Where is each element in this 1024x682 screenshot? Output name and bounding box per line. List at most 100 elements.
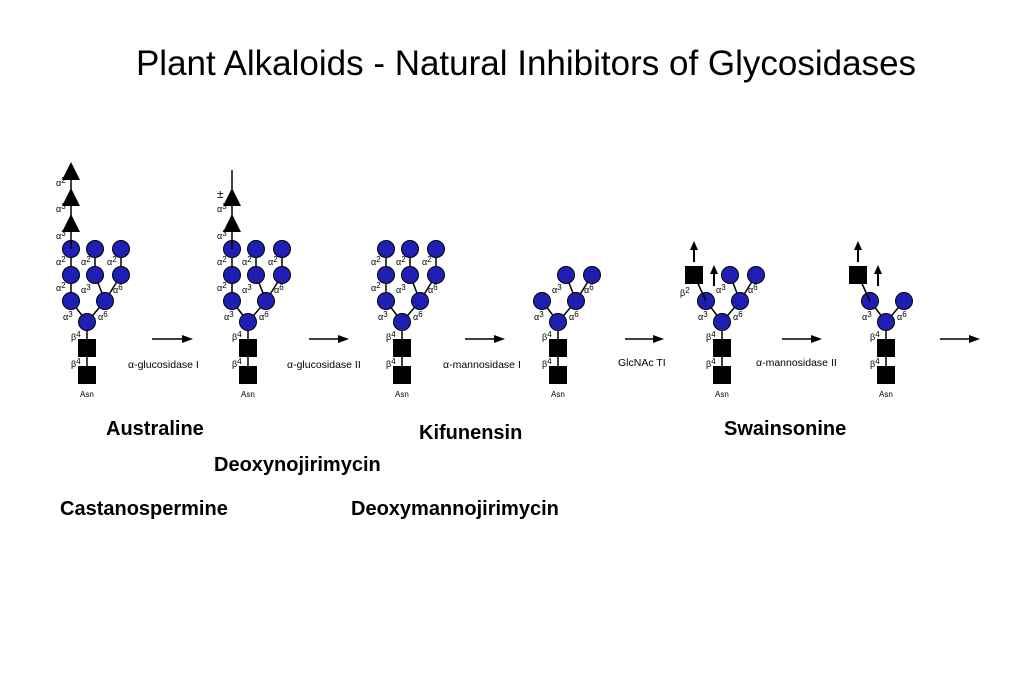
linkage-anomer: β	[542, 332, 547, 342]
inhibitor-australine: Australine	[106, 418, 204, 440]
process-arrow-icon	[182, 335, 193, 343]
linkage-position: 6	[753, 283, 758, 292]
mannose-blue-circle	[377, 266, 395, 284]
linkage-label: α3	[63, 310, 73, 322]
asn-label: Asn	[879, 390, 893, 399]
linkage-label: α2	[81, 255, 91, 267]
linkage-label: α2	[396, 255, 406, 267]
enzyme-label-4: GlcNAc TI	[618, 357, 666, 369]
mannose-blue-circle	[721, 266, 739, 284]
linkage-position: 3	[557, 283, 562, 292]
linkage-position: 6	[433, 283, 438, 292]
linkage-label: α6	[584, 283, 594, 295]
mannose-blue-circle	[223, 266, 241, 284]
linkage-position: 3	[61, 229, 66, 238]
mannose-blue-circle	[96, 292, 114, 310]
process-arrow-icon	[811, 335, 822, 343]
linkage-position: 6	[738, 310, 743, 319]
arrow-up-icon	[690, 241, 698, 250]
linkage-position: 2	[112, 255, 117, 264]
linkage-label: α6	[274, 283, 284, 295]
mannose-blue-circle	[567, 292, 585, 310]
linkage-position: 2	[61, 176, 66, 185]
linkage-anomer: α	[733, 312, 738, 322]
linkage-anomer: α	[698, 312, 703, 322]
linkage-anomer: β	[232, 332, 237, 342]
linkage-anomer: α	[552, 285, 557, 295]
mannose-blue-circle	[86, 266, 104, 284]
linkage-label: α3	[224, 310, 234, 322]
linkage-anomer: α	[268, 257, 273, 267]
linkage-position: 4	[711, 357, 716, 366]
linkage-label: α2	[107, 255, 117, 267]
mannose-blue-circle	[223, 292, 241, 310]
linkage-anomer: β	[706, 359, 711, 369]
linkage-position: 3	[247, 283, 252, 292]
linkage-anomer: α	[81, 257, 86, 267]
inhibitor-kifunensin: Kifunensin	[419, 422, 523, 444]
linkage-anomer: α	[56, 257, 61, 267]
linkage-label: α3	[56, 229, 66, 241]
linkage-label: α6	[428, 283, 438, 295]
linkage-label: α2	[217, 281, 227, 293]
linkage-anomer: β	[870, 332, 875, 342]
plus-minus-sign: ±	[217, 187, 224, 201]
linkage-label: α6	[259, 310, 269, 322]
glcnac-black-square	[393, 339, 411, 357]
linkage-position: 4	[76, 357, 81, 366]
linkage-label: β2	[680, 286, 690, 298]
linkage-position: 4	[875, 357, 880, 366]
linkage-label: α3	[552, 283, 562, 295]
linkage-anomer: α	[217, 231, 222, 241]
asn-label: Asn	[241, 390, 255, 399]
mannose-blue-circle	[731, 292, 749, 310]
linkage-anomer: β	[386, 359, 391, 369]
linkage-label: α2	[217, 255, 227, 267]
linkage-label: β4	[386, 330, 396, 342]
linkage-position: 3	[229, 310, 234, 319]
inhibitor-swainsonine: Swainsonine	[724, 418, 847, 440]
linkage-position: 4	[76, 330, 81, 339]
linkage-position: 4	[547, 330, 552, 339]
linkage-position: 6	[264, 310, 269, 319]
linkage-anomer: α	[396, 285, 401, 295]
linkage-position: 3	[222, 229, 227, 238]
linkage-label: α3	[698, 310, 708, 322]
linkage-label: α2	[242, 255, 252, 267]
linkage-position: 6	[103, 310, 108, 319]
mannose-blue-circle	[78, 313, 96, 331]
linkage-anomer: β	[71, 332, 76, 342]
linkage-anomer: α	[217, 257, 222, 267]
linkage-label: α6	[569, 310, 579, 322]
glucose-black-triangle	[223, 188, 241, 206]
mannose-blue-circle	[273, 266, 291, 284]
linkage-label: α3	[81, 283, 91, 295]
linkage-label: α3	[716, 283, 726, 295]
mannose-blue-circle	[112, 266, 130, 284]
linkage-position: 3	[703, 310, 708, 319]
linkage-position: 2	[61, 281, 66, 290]
linkage-position: 6	[589, 283, 594, 292]
linkage-anomer: α	[113, 285, 118, 295]
linkage-position: 4	[237, 357, 242, 366]
mannose-blue-circle	[877, 313, 895, 331]
mannose-blue-circle	[557, 266, 575, 284]
linkage-label: α2	[371, 281, 381, 293]
linkage-anomer: α	[56, 204, 61, 214]
glcnac-black-square	[685, 266, 703, 284]
mannose-blue-circle	[112, 240, 130, 258]
mannose-blue-circle	[583, 266, 601, 284]
mannose-blue-circle	[377, 240, 395, 258]
linkage-position: 6	[418, 310, 423, 319]
mannose-blue-circle	[895, 292, 913, 310]
linkage-position: 3	[721, 283, 726, 292]
linkage-anomer: α	[716, 285, 721, 295]
linkage-position: 3	[401, 283, 406, 292]
glucose-black-triangle	[223, 214, 241, 232]
inhibitor-castanospermine: Castanospermine	[60, 498, 228, 520]
